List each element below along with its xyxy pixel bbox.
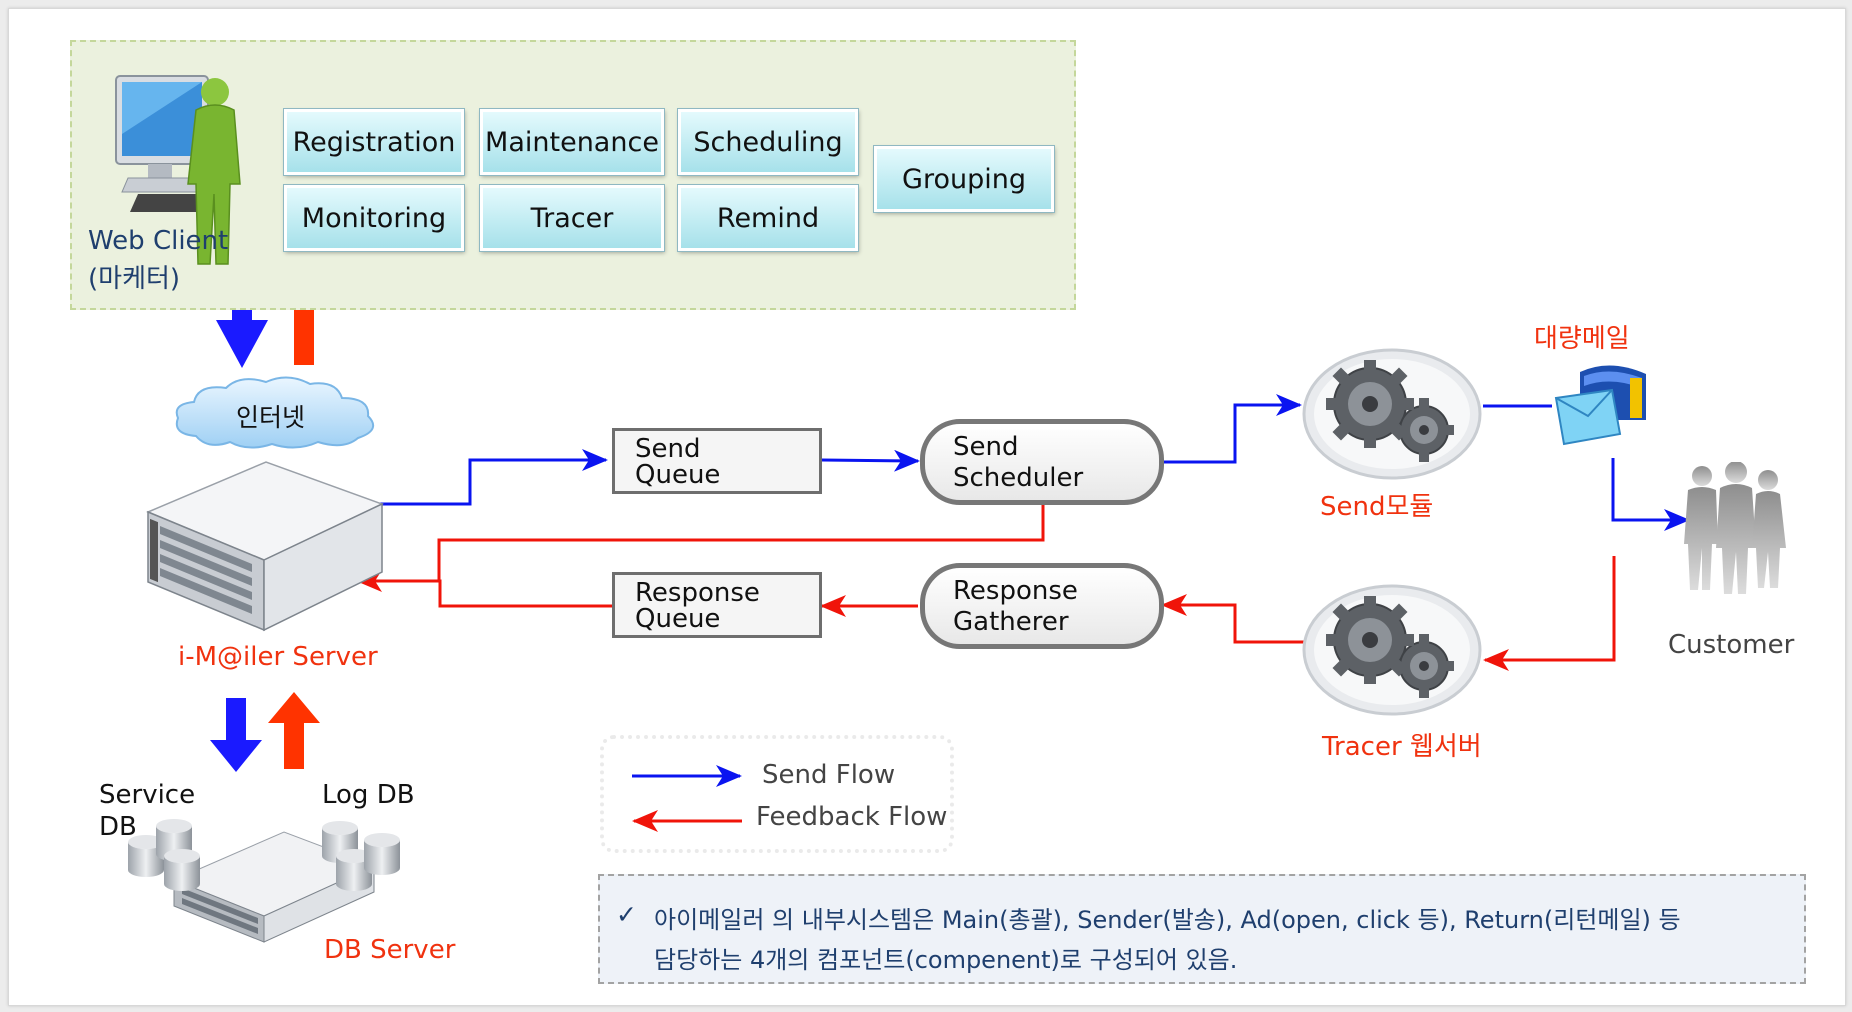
gear-icon xyxy=(1302,348,1482,480)
legend-feedback-flow-label: Feedback Flow xyxy=(756,802,948,832)
send-queue-label: Send xyxy=(635,434,701,464)
web-client-label: Web Client xyxy=(88,226,229,256)
send-flow-queue-to-scheduler xyxy=(821,449,920,472)
server-icon xyxy=(146,461,384,632)
feedback-flow-queue-to-server xyxy=(356,570,612,608)
send-scheduler-sublabel: Scheduler xyxy=(953,463,1084,493)
feedback-flow-tracer-to-gatherer xyxy=(1161,594,1310,644)
response-queue-sublabel: Queue xyxy=(635,604,721,634)
service-db-sublabel: DB xyxy=(99,812,137,842)
response-gatherer-node: Response Gatherer xyxy=(920,563,1164,649)
server-label: i-M@iler Server xyxy=(178,642,378,672)
send-flow-scheduler-to-module xyxy=(1163,394,1302,464)
gear-icon-tracer xyxy=(1302,584,1482,716)
web-client-sublabel: (마케터) xyxy=(88,264,181,294)
monitoring-button[interactable]: Monitoring xyxy=(283,184,465,252)
grouping-button[interactable]: Grouping xyxy=(873,145,1055,213)
bulk-mail-label: 대량메일 xyxy=(1534,324,1630,354)
log-db-label: Log DB xyxy=(322,780,415,810)
send-module-label: Send모듈 xyxy=(1320,492,1434,522)
mailbox-icon xyxy=(1554,365,1646,446)
maintenance-button[interactable]: Maintenance xyxy=(479,108,665,176)
note-line-1: 아이메일러 의 내부시스템은 Main(총괄), Sender(발송), Ad(… xyxy=(654,906,1681,934)
response-queue-node: Response Queue xyxy=(612,572,822,638)
legend-send-flow-label: Send Flow xyxy=(762,760,896,790)
note-line-2: 담당하는 4개의 컴포넌트(compenent)로 구성되어 있음. xyxy=(654,946,1238,974)
feedback-flow-customer-to-tracer xyxy=(1483,556,1616,671)
send-flow-mailbox-to-customer xyxy=(1611,458,1690,531)
send-queue-node: Send Queue xyxy=(612,428,822,494)
customer-label: Customer xyxy=(1668,630,1795,660)
feedback-flow-scheduler-to-server xyxy=(437,505,1045,581)
send-queue-sublabel: Queue xyxy=(635,460,721,490)
send-scheduler-node: Send Scheduler xyxy=(920,419,1164,505)
response-queue-label: Response xyxy=(635,578,760,608)
tracer-button[interactable]: Tracer xyxy=(479,184,665,252)
block-arrow-up-red-db xyxy=(268,692,320,769)
people-icon xyxy=(1684,462,1786,594)
internet-label: 인터넷 xyxy=(236,403,306,432)
check-mark-icon: ✓ xyxy=(616,900,637,929)
tracer-web-server-label: Tracer 웹서버 xyxy=(1322,732,1482,762)
db-server-label: DB Server xyxy=(324,935,456,965)
send-scheduler-label: Send xyxy=(953,432,1019,462)
send-flow-server-to-queue xyxy=(328,449,608,506)
description-note: ✓ 아이메일러 의 내부시스템은 Main(총괄), Sender(발송), A… xyxy=(598,874,1806,984)
legend xyxy=(600,735,954,853)
block-arrow-down-blue-db xyxy=(210,698,262,772)
response-gatherer-label: Response xyxy=(953,576,1078,606)
cloud-icon xyxy=(175,376,375,449)
computer-user-icon xyxy=(115,75,241,265)
registration-button[interactable]: Registration xyxy=(283,108,465,176)
scheduling-button[interactable]: Scheduling xyxy=(677,108,859,176)
response-gatherer-sublabel: Gatherer xyxy=(953,607,1069,637)
remind-button[interactable]: Remind xyxy=(677,184,859,252)
service-db-label: Service xyxy=(99,780,196,810)
database-icon xyxy=(128,819,400,943)
